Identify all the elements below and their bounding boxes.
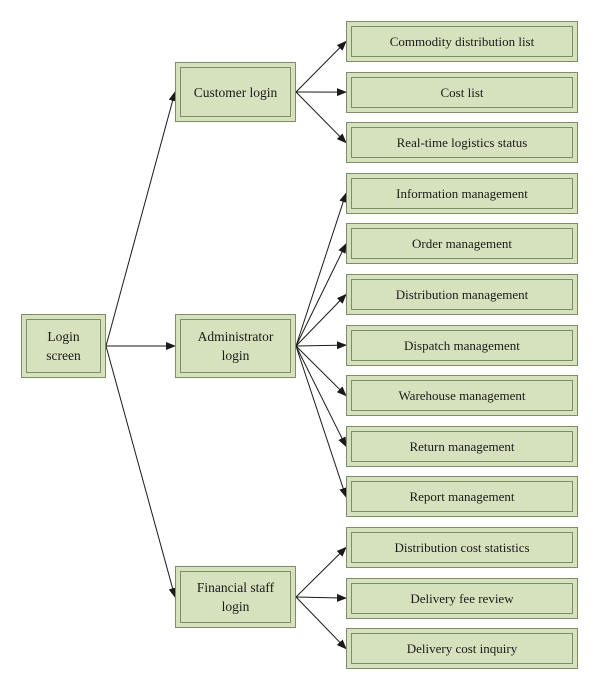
branch-node-customer: Customer login (175, 62, 296, 122)
arrow-root-to-branch-0 (105, 91, 177, 347)
leaf-label: Commodity distribution list (351, 26, 573, 57)
leaf-node-information-mgmt: Information management (346, 172, 578, 214)
leaf-label: Cost list (351, 76, 573, 108)
leaf-node-order-mgmt: Order management (346, 223, 578, 265)
arrow-branch-1-to-leaf-4 (295, 345, 347, 397)
branch-node-administrator: Administrator login (175, 314, 296, 378)
leaf-label: Delivery cost inquiry (351, 633, 573, 665)
leaf-label: Report management (351, 481, 573, 513)
branch-label: Customer login (180, 67, 291, 117)
root-label: Login screen (26, 319, 101, 373)
arrow-branch-1-to-leaf-6 (295, 345, 347, 498)
connector-arrows (105, 40, 348, 650)
leaf-label: Delivery fee review (351, 582, 573, 614)
leaf-node-cost-list: Cost list (346, 71, 578, 113)
leaf-node-delivery-fee-review: Delivery fee review (346, 577, 578, 619)
leaf-node-report-mgmt: Report management (346, 476, 578, 518)
leaf-node-distribution-mgmt: Distribution management (346, 274, 578, 315)
leaf-label: Real-time logistics status (351, 127, 573, 159)
branch-label: Administrator login (180, 319, 291, 373)
leaf-label: Information management (351, 177, 573, 209)
leaf-node-distribution-cost-stats: Distribution cost statistics (346, 527, 578, 568)
leaf-node-real-time-logistics: Real-time logistics status (346, 122, 578, 164)
leaf-label: Distribution cost statistics (351, 532, 573, 563)
arrow-branch-1-to-leaf-3 (295, 341, 347, 350)
arrow-root-to-branch-2 (105, 345, 177, 598)
leaf-label: Return management (351, 430, 573, 462)
arrow-branch-1-to-leaf-1 (295, 243, 347, 347)
arrow-branch-2-to-leaf-0 (295, 546, 347, 598)
leaf-label: Dispatch management (351, 329, 573, 361)
leaf-node-warehouse-mgmt: Warehouse management (346, 375, 578, 417)
branch-node-financial: Financial staff login (175, 566, 296, 628)
arrow-branch-0-to-leaf-2 (295, 91, 347, 144)
leaf-node-dispatch-mgmt: Dispatch management (346, 324, 578, 366)
leaf-node-commodity-distribution: Commodity distribution list (346, 21, 578, 62)
arrow-branch-1-to-leaf-0 (295, 192, 348, 347)
root-node: Login screen (21, 314, 106, 378)
leaf-label: Distribution management (351, 279, 573, 310)
leaf-label: Order management (351, 228, 573, 260)
leaf-node-delivery-cost-inquiry: Delivery cost inquiry (346, 628, 578, 670)
arrow-branch-1-to-leaf-5 (295, 345, 347, 448)
arrow-branch-2-to-leaf-1 (295, 593, 347, 602)
leaf-label: Warehouse management (351, 380, 573, 412)
arrow-branch-1-to-leaf-2 (295, 293, 347, 347)
branch-label: Financial staff login (180, 571, 291, 623)
leaf-node-return-mgmt: Return management (346, 425, 578, 467)
arrow-branch-2-to-leaf-2 (295, 596, 347, 650)
arrow-branch-0-to-leaf-0 (295, 40, 347, 93)
